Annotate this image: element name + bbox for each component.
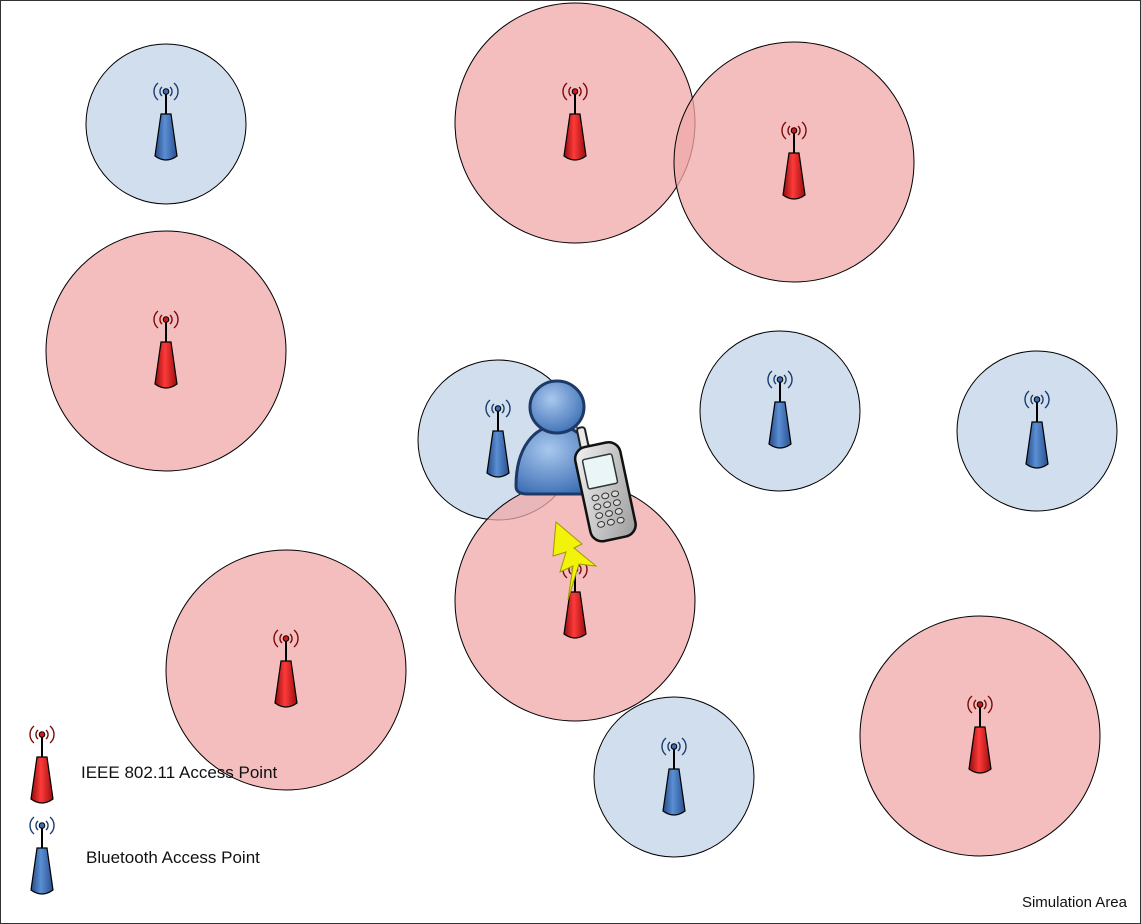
simulation-area-label: Simulation Area — [1022, 894, 1128, 911]
legend-bluetooth-label: Bluetooth Access Point — [86, 848, 260, 867]
legend-wifi-label: IEEE 802.11 Access Point — [81, 763, 278, 782]
user-head — [530, 381, 584, 433]
